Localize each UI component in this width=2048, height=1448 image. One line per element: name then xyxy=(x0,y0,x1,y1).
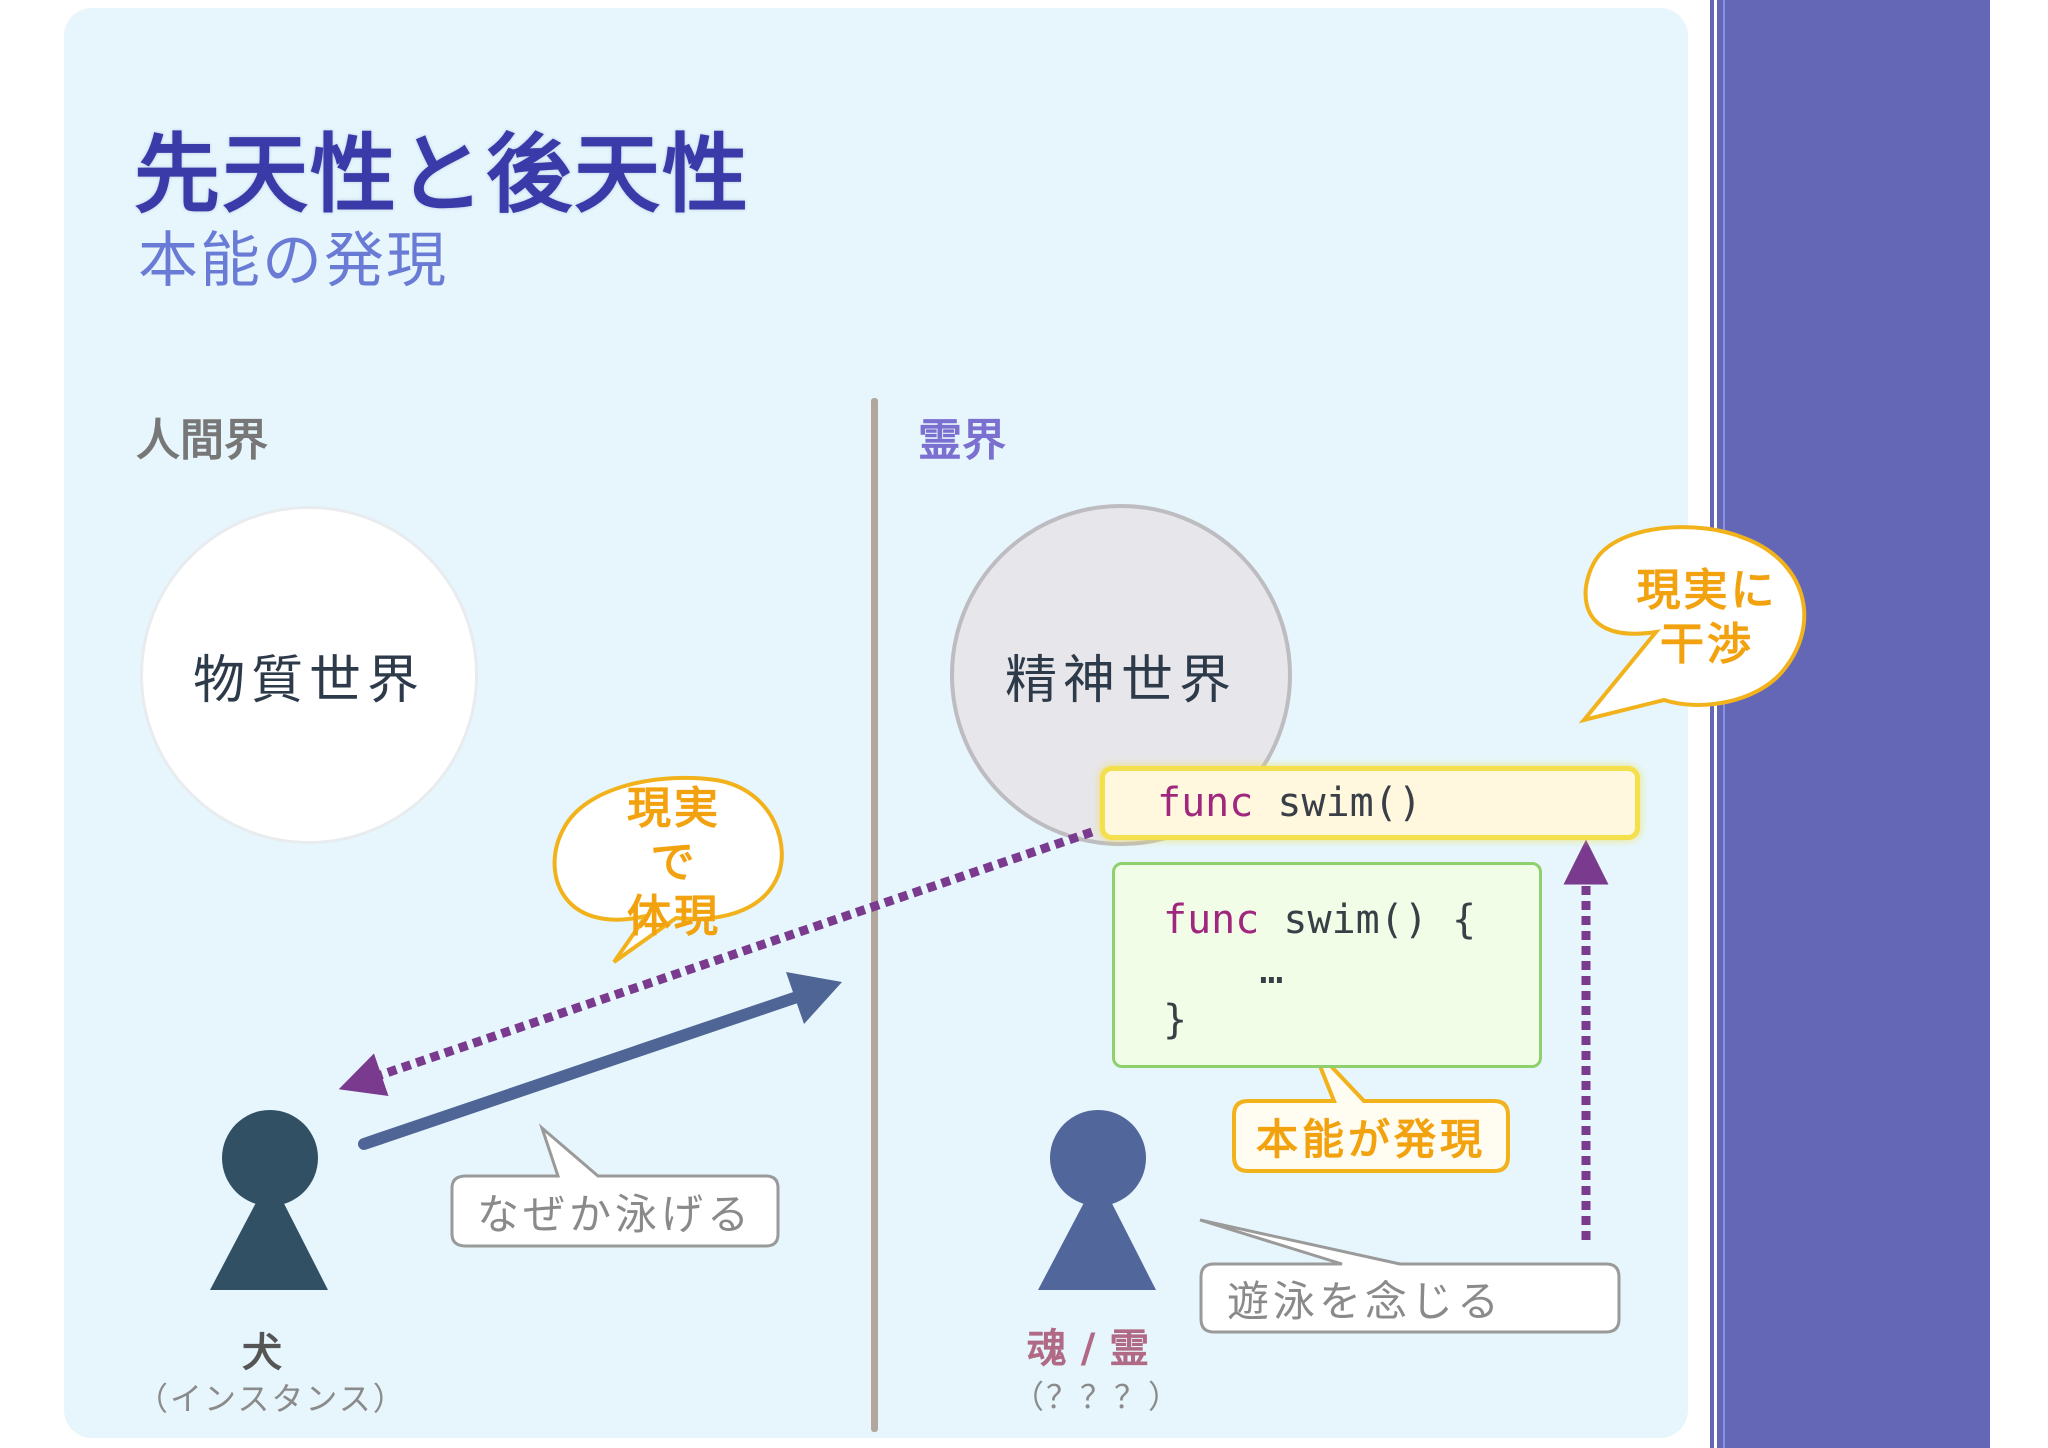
side-band-stripe xyxy=(1723,0,1725,1448)
physical-world-circle: 物質世界 xyxy=(140,506,478,844)
instinct-bubble xyxy=(1232,1044,1510,1173)
code-signature: swim() xyxy=(1253,780,1422,826)
think-swim-label: 遊泳を念じる xyxy=(1227,1276,1504,1326)
embody-bubble xyxy=(552,775,784,964)
code-body-line2: … xyxy=(1163,947,1284,993)
interfere-line1: 現実に xyxy=(1636,565,1778,616)
soul-sublabel: （？？？） xyxy=(1012,1378,1183,1416)
interfere-line2: 干渉 xyxy=(1660,619,1754,670)
code-keyword: func xyxy=(1163,897,1260,943)
embody-line2: 体現 xyxy=(627,891,721,942)
side-band-stripe xyxy=(1704,0,1710,1448)
can-swim-label: なぜか泳げる xyxy=(476,1189,753,1239)
code-keyword: func xyxy=(1157,780,1254,826)
spirit-world-label: 霊界 xyxy=(918,415,1006,466)
interfere-text: 現実に 干渉 xyxy=(1632,564,1782,672)
swim-arrow xyxy=(358,972,842,1150)
side-band-stripe xyxy=(1714,0,1717,1448)
dog-label: 犬 xyxy=(242,1330,282,1376)
slide-title: 先天性と後天性 xyxy=(134,125,750,225)
dog-sublabel: （インスタンス） xyxy=(136,1380,407,1418)
soul-figure xyxy=(1038,1110,1156,1290)
code-body-line3: } xyxy=(1163,997,1188,1043)
embody-text: 現実で 体現 xyxy=(604,782,744,944)
dog-figure xyxy=(210,1110,328,1290)
spiritual-world-label: 精神世界 xyxy=(1004,650,1237,711)
func-body-box: func swim() { …} xyxy=(1112,862,1542,1068)
slide-subtitle: 本能の発現 xyxy=(138,226,448,296)
embody-line1: 現実で xyxy=(627,783,721,888)
world-divider xyxy=(871,398,878,1432)
human-world-label: 人間界 xyxy=(136,415,268,466)
interfere-bubble xyxy=(1578,525,1807,724)
side-band xyxy=(1705,0,1990,1448)
can-swim-bubble xyxy=(450,1123,780,1248)
code-body-line1: swim() { xyxy=(1259,897,1477,943)
soul-label: 魂 / 霊 xyxy=(1026,1326,1150,1372)
embody-arrow xyxy=(338,827,1094,1097)
think-swim-bubble xyxy=(1199,1218,1621,1334)
func-signature-box: func swim() xyxy=(1100,766,1640,840)
physical-world-label: 物質世界 xyxy=(192,650,425,711)
instinct-label: 本能が発現 xyxy=(1255,1114,1486,1164)
